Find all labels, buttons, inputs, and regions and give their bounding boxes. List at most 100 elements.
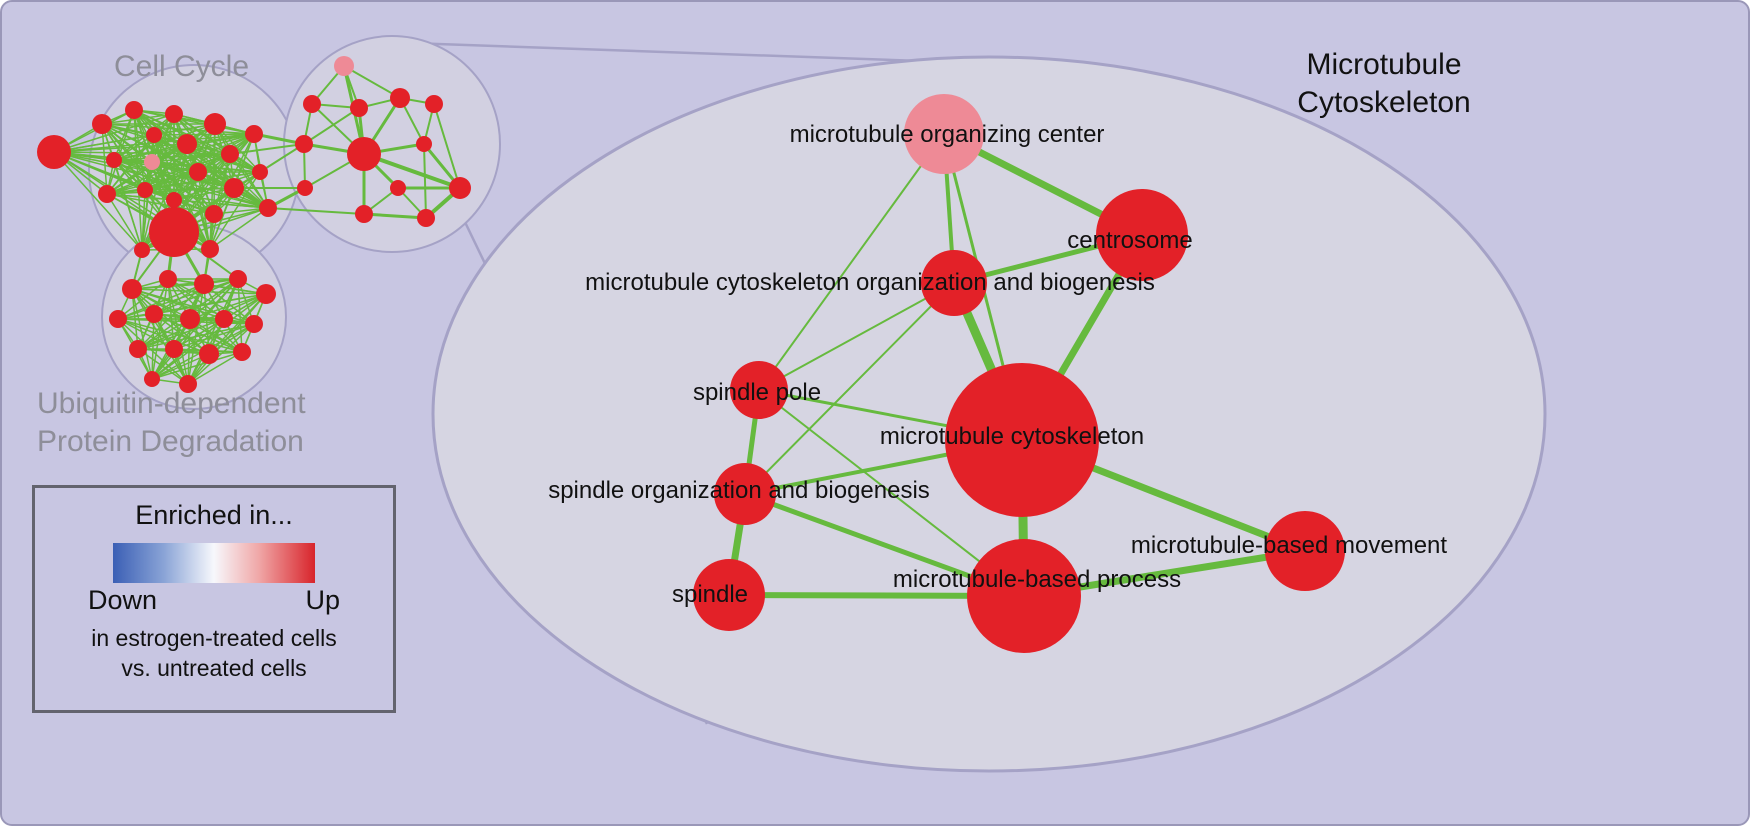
overview-edge	[151, 278, 169, 380]
overview-edge	[229, 143, 305, 155]
overview-node	[146, 127, 162, 143]
overview-edge	[213, 133, 255, 215]
legend-ends-row: Down Up	[88, 585, 340, 616]
edge-mcob-sob	[744, 282, 955, 495]
legend-caption-line2: vs. untreated cells	[121, 654, 307, 681]
overview-node	[303, 95, 321, 113]
cluster-circle-microtubule	[283, 35, 501, 253]
overview-edge	[189, 293, 267, 320]
overview-edge	[186, 143, 235, 189]
overview-node	[334, 56, 354, 76]
overview-node	[37, 135, 71, 169]
overview-node	[355, 205, 373, 223]
node-label-mbp: microtubule-based process	[893, 566, 1181, 593]
overview-edge	[117, 318, 210, 355]
overview-node	[347, 137, 381, 171]
cluster-label-microtubule: Microtubule Cytoskeleton	[1264, 46, 1504, 123]
overview-edge	[131, 278, 239, 290]
overview-node	[390, 88, 410, 108]
overview-edge	[362, 212, 428, 220]
node-label-mc: microtubule cytoskeleton	[880, 423, 1144, 450]
node-mbm	[1265, 511, 1345, 591]
cluster-label-ubiquitin-line1: Ubiquitin-dependent	[37, 387, 306, 420]
overview-edge	[137, 318, 225, 350]
overview-edge	[151, 351, 243, 380]
overview-node	[215, 310, 233, 328]
overview-edge	[151, 293, 267, 380]
overview-edge	[173, 323, 255, 350]
overview-node	[92, 114, 112, 134]
overview-edge	[153, 278, 239, 315]
legend-gradient-bar	[113, 543, 315, 583]
overview-node	[295, 135, 313, 153]
overview-node	[204, 113, 226, 135]
legend-down-label: Down	[88, 585, 158, 615]
overview-edge	[144, 113, 175, 191]
overview-edge	[209, 207, 269, 250]
overview-node	[149, 207, 199, 257]
overview-node	[125, 101, 143, 119]
node-label-mbm: microtubule-based movement	[1131, 532, 1447, 559]
overview-node	[245, 315, 263, 333]
overview-node	[122, 279, 142, 299]
node-label-sob: spindle organization and biogenesis	[548, 477, 930, 504]
overview-edge	[144, 133, 255, 191]
overview-edge	[187, 351, 243, 385]
overview-edge	[53, 151, 143, 251]
overview-node	[109, 310, 127, 328]
node-centrosome	[1096, 189, 1188, 281]
overview-node	[179, 375, 197, 393]
overview-edge	[151, 353, 210, 380]
overview-edge	[144, 171, 261, 191]
overview-edge	[153, 293, 267, 315]
overview-node	[221, 145, 239, 163]
overview-node	[205, 205, 223, 223]
edge-mcob-spindle_pole	[758, 282, 955, 391]
overview-edge	[133, 109, 146, 191]
overview-node	[106, 152, 122, 168]
overview-edge	[131, 288, 153, 380]
overview-node	[166, 192, 182, 208]
overview-edge	[433, 103, 461, 189]
overview-node	[144, 371, 160, 387]
overview-edge	[137, 348, 189, 385]
node-spindle-pole	[730, 361, 788, 419]
overview-node	[449, 177, 471, 199]
overview-node	[134, 242, 150, 258]
node-mc	[945, 363, 1099, 517]
overview-node	[201, 240, 219, 258]
overview-edge	[151, 161, 211, 250]
overview-node	[199, 344, 219, 364]
edge-moc-spindle_pole	[758, 133, 945, 391]
overview-edge	[209, 123, 216, 250]
node-mcob	[921, 250, 987, 316]
overview-node	[297, 180, 313, 196]
overview-node	[259, 199, 277, 217]
overview-node	[189, 163, 207, 181]
overview-edge	[186, 133, 255, 145]
overview-node	[350, 99, 368, 117]
overview-node	[98, 185, 116, 203]
overview-edge	[137, 323, 255, 350]
overview-edge	[133, 109, 143, 251]
overview-edge	[117, 278, 239, 320]
overview-node	[137, 182, 153, 198]
node-spindle	[693, 559, 765, 631]
node-mbp	[967, 539, 1081, 653]
overview-node	[129, 340, 147, 358]
overview-edge	[173, 187, 235, 201]
overview-edge	[106, 193, 143, 251]
overview-edge	[144, 143, 188, 191]
overview-edge	[101, 123, 108, 195]
overview-node	[229, 270, 247, 288]
overview-edge	[141, 189, 146, 251]
legend-caption: in estrogen-treated cells vs. untreated …	[35, 624, 393, 684]
overview-edge	[53, 151, 269, 209]
legend: Enriched in... Down Up in estrogen-treat…	[32, 485, 396, 713]
cluster-label-microtubule-line2: Cytoskeleton	[1297, 86, 1471, 120]
overview-edge	[144, 187, 235, 191]
overview-node	[416, 136, 432, 152]
overview-edge	[229, 153, 269, 209]
